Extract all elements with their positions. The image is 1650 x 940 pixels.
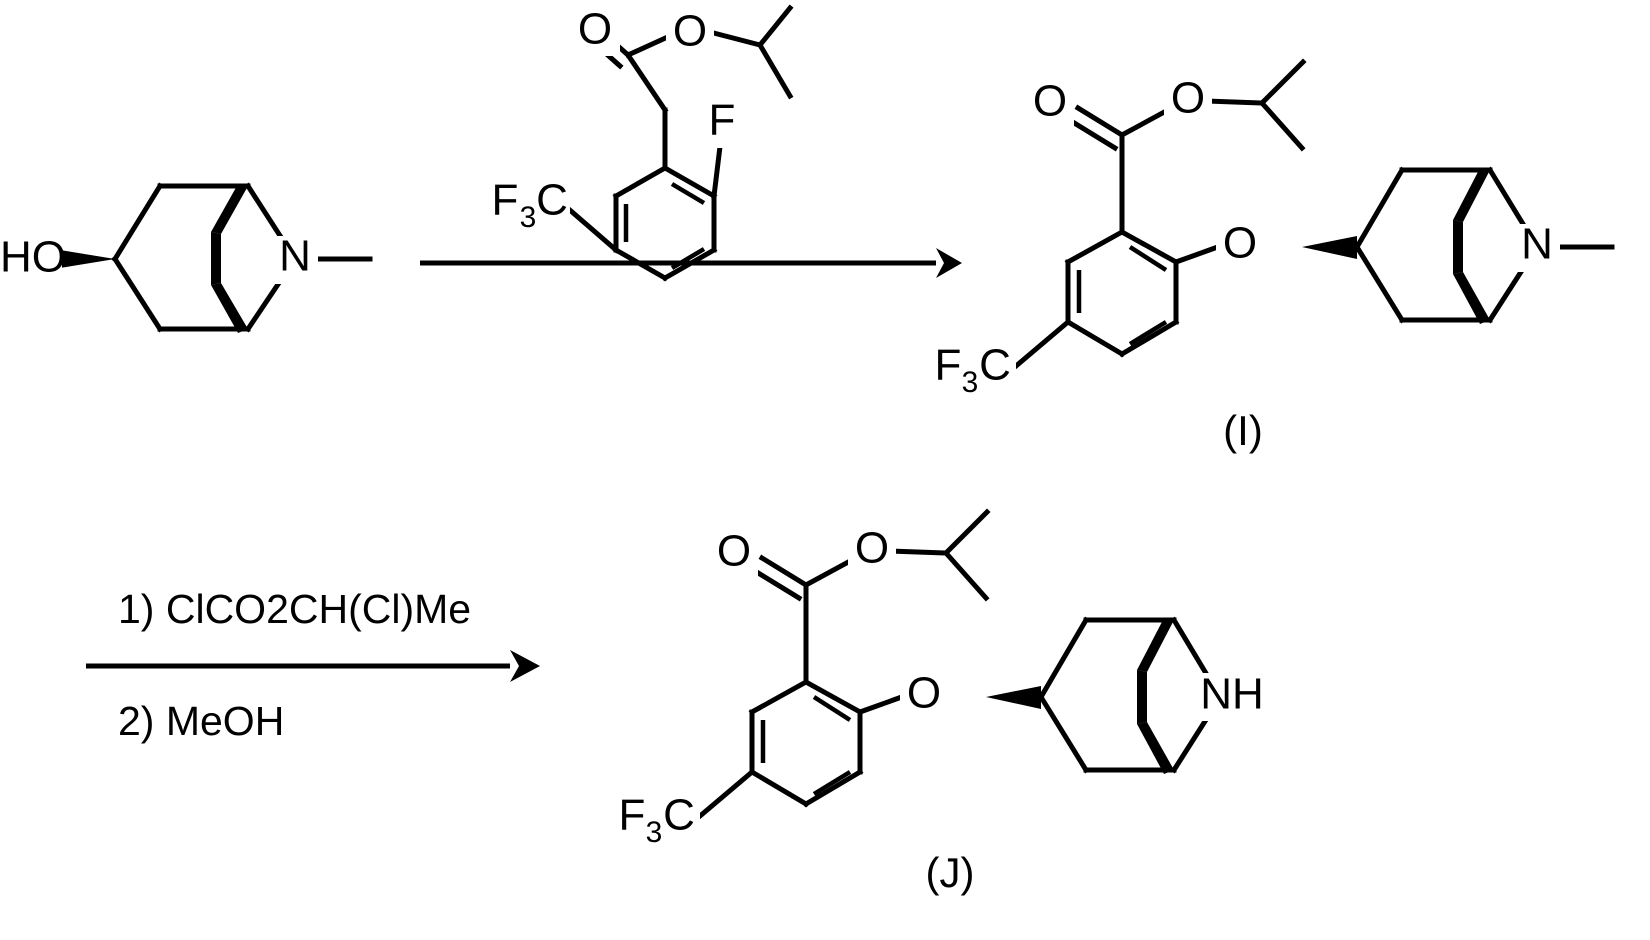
- atom-label-nitrogen-h: NH: [1200, 670, 1264, 719]
- reaction-arrow-step-1: [420, 248, 962, 278]
- atom-label-ester-oxygen: O: [1171, 74, 1205, 123]
- structure-aryl-fluoride-ester: O O F F 3 C: [488, 4, 794, 282]
- atom-label-nitrogen: N: [279, 232, 311, 281]
- atom-label-ester-oxygen: O: [855, 524, 889, 573]
- atom-label-cf3-subscript: 3: [520, 201, 537, 234]
- atom-label-cf3-carbon: C: [663, 791, 695, 840]
- atom-label-ether-oxygen: O: [1223, 219, 1257, 268]
- atom-label-cf3-fluorine: F: [619, 791, 646, 840]
- structure-tropine: HO N: [0, 182, 373, 333]
- atom-label-cf3-carbon: C: [536, 176, 568, 225]
- atom-label-carbonyl-oxygen: O: [1033, 77, 1067, 126]
- reagent-line-1: 1) ClCO2CH(Cl)Me: [118, 586, 471, 632]
- atom-label-carbonyl-oxygen: O: [717, 527, 751, 576]
- structure-compound-I: O O O N F 3 C: [930, 58, 1615, 399]
- product-label-J: (J): [926, 849, 975, 896]
- reaction-arrow-step-2: [86, 650, 540, 682]
- atom-label-cf3-subscript: 3: [962, 366, 979, 399]
- atom-label-ether-oxygen: O: [907, 669, 941, 718]
- structure-compound-J: O O O NH F 3 C: [614, 508, 1274, 849]
- atom-label-ester-oxygen: O: [673, 7, 707, 56]
- atom-label-cf3-fluorine: F: [492, 176, 519, 225]
- reagent-line-2: 2) MeOH: [118, 698, 284, 744]
- atom-label-fluorine: F: [709, 96, 736, 145]
- atom-label-carbonyl-oxygen: O: [578, 5, 612, 54]
- atom-label-cf3-fluorine: F: [935, 341, 962, 390]
- atom-label-cf3-carbon: C: [979, 341, 1011, 390]
- atom-label-nitrogen: N: [1521, 220, 1553, 269]
- atom-label-hydroxyl: HO: [0, 233, 66, 282]
- atom-label-cf3-subscript: 3: [646, 816, 663, 849]
- product-label-I: (I): [1223, 407, 1263, 454]
